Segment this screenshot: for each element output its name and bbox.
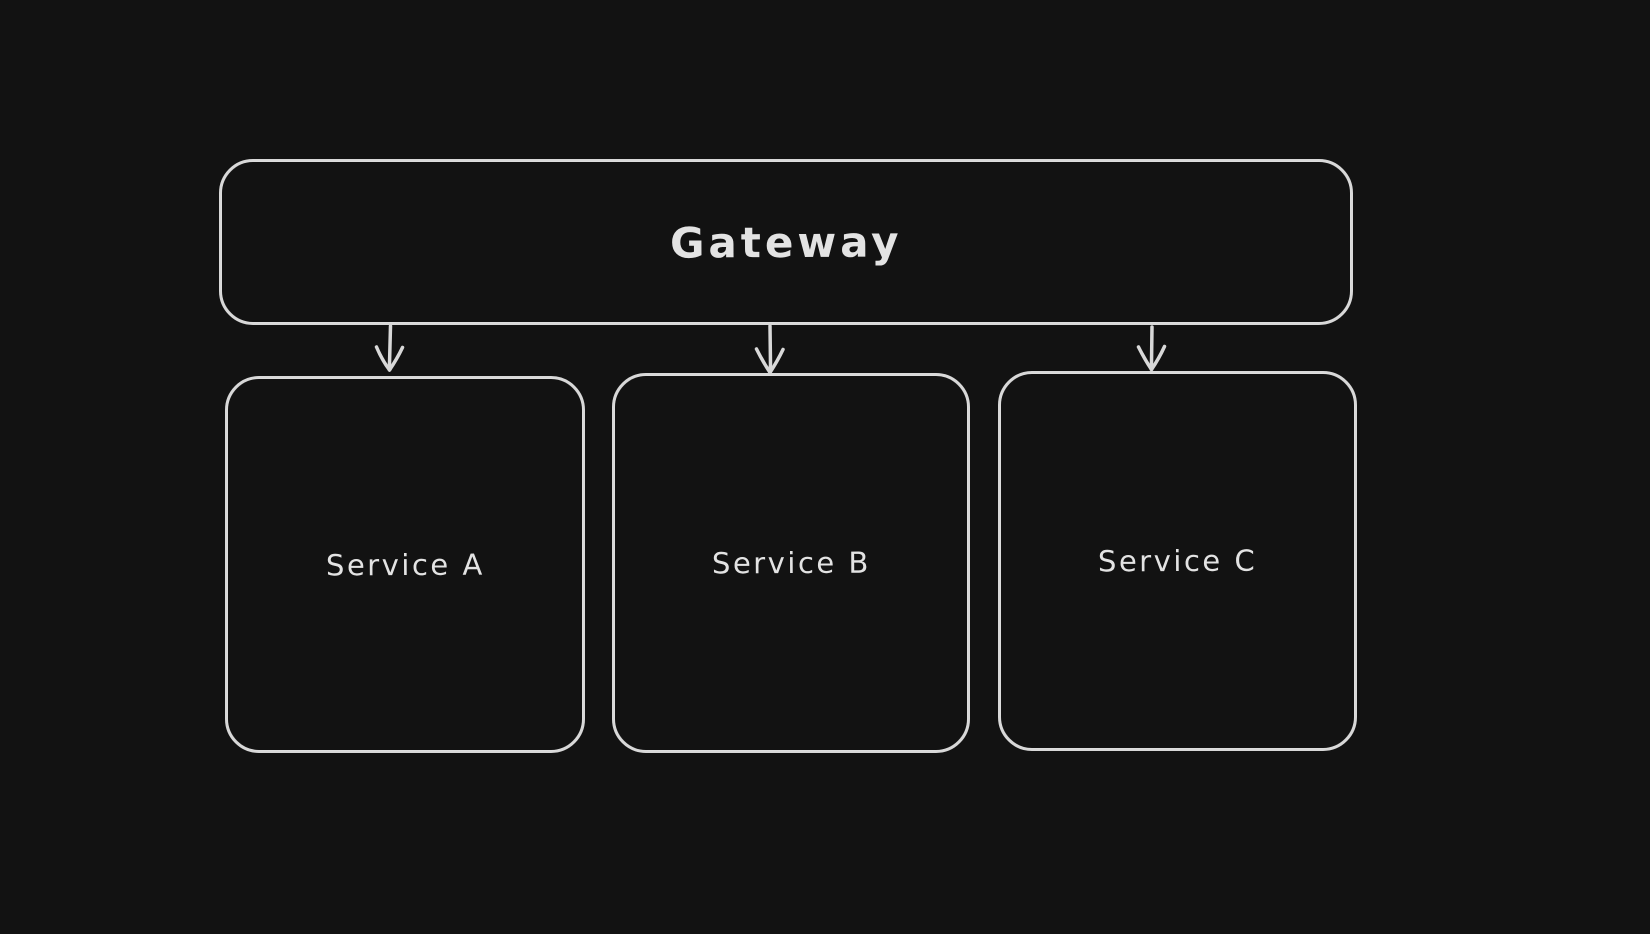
node-service-a-label: Service A — [325, 547, 485, 582]
arrow-gateway-to-service-b — [754, 324, 785, 375]
node-gateway-label: Gateway — [669, 216, 903, 268]
arrow-gateway-to-service-c — [1136, 325, 1167, 372]
arrow-gateway-to-service-a — [374, 324, 405, 372]
node-service-b: Service B — [612, 373, 970, 753]
node-service-b-label: Service B — [711, 545, 871, 581]
node-service-c-label: Service C — [1097, 543, 1258, 579]
node-service-a: Service A — [225, 376, 585, 753]
node-gateway: Gateway — [219, 159, 1353, 325]
node-service-c: Service C — [998, 371, 1357, 751]
